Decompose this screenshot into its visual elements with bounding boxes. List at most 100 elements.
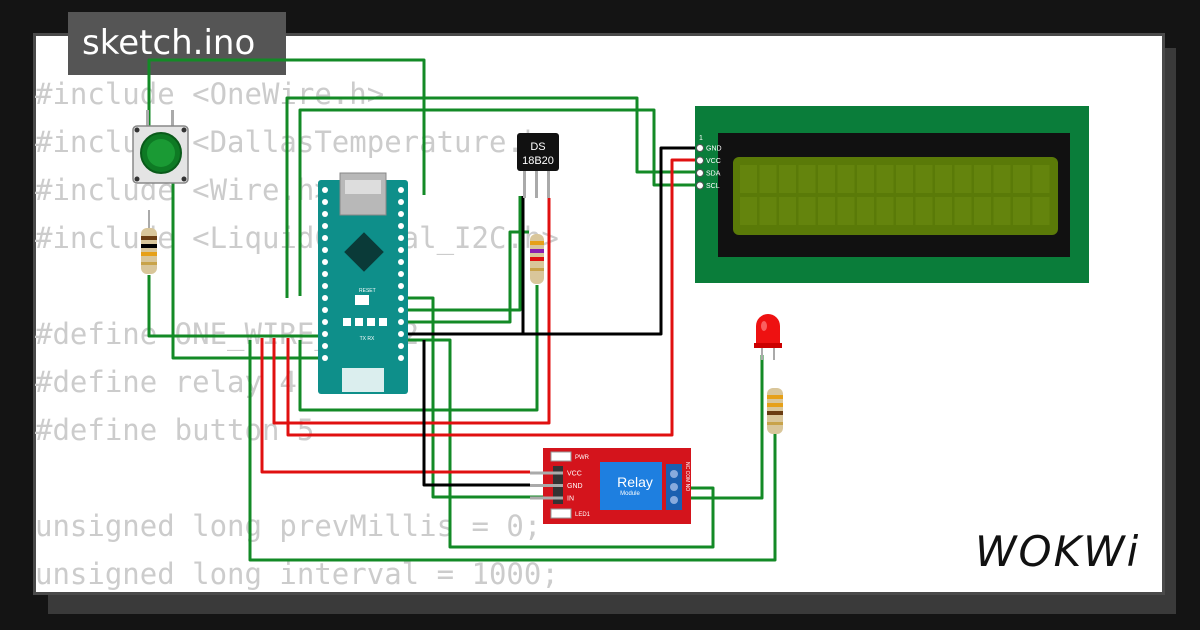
lcd-cell — [876, 165, 894, 193]
wire-relay-com — [400, 338, 715, 549]
resistor-led[interactable] — [767, 388, 783, 434]
nano-pin — [322, 235, 328, 241]
nano-pin — [322, 355, 328, 361]
nano-pin — [322, 187, 328, 193]
sensor-label-ds: DS — [530, 141, 545, 153]
nano-pin — [398, 283, 404, 289]
wire-button-d5 — [171, 183, 330, 360]
nano-pin — [398, 331, 404, 337]
lcd-cell — [915, 165, 933, 193]
lcd-pin — [696, 156, 704, 165]
lcd-cell — [993, 197, 1011, 225]
nano-pin — [398, 295, 404, 301]
relay-pin-label: VCC — [567, 471, 582, 478]
sketch-title[interactable]: sketch.ino — [68, 12, 286, 75]
wokwi-logo: WOKWi — [975, 527, 1141, 576]
nano-pin — [322, 283, 328, 289]
nano-pin — [398, 319, 404, 325]
lcd-pin — [696, 181, 704, 190]
lcd-pin-label: SCL — [706, 183, 720, 190]
lcd-cell — [837, 165, 855, 193]
nano-pin — [398, 355, 404, 361]
code-line: #define relay 4 — [35, 365, 297, 399]
wires — [147, 58, 777, 562]
lcd-cell — [876, 197, 894, 225]
nano-txrx-label: TX RX — [360, 336, 375, 342]
lcd-cell — [1032, 165, 1050, 193]
wire-gnd-lcd — [400, 146, 700, 336]
lcd-cell — [857, 197, 874, 225]
nano-pin — [322, 271, 328, 277]
lcd-pin — [696, 169, 704, 177]
nano-pin — [322, 343, 328, 349]
nano-pin — [398, 235, 404, 241]
nano-pin — [398, 223, 404, 229]
resistor-button[interactable] — [141, 210, 157, 274]
lcd-cell — [993, 165, 1011, 193]
nano-pin-headers — [322, 187, 404, 361]
red-led[interactable] — [754, 314, 782, 360]
nano-pin — [322, 199, 328, 205]
lcd-cell — [954, 197, 972, 225]
relay-pwr-label: PWR — [575, 455, 590, 461]
nano-pin — [398, 199, 404, 205]
lcd-cell — [818, 197, 835, 225]
lcd-cell — [779, 165, 796, 193]
sensor-label-model: 18B20 — [522, 155, 554, 167]
lcd-cell — [954, 165, 972, 193]
lcd-cell — [740, 165, 757, 193]
lcd-cell — [798, 197, 816, 225]
arduino-nano[interactable]: RESET TX RX — [318, 172, 408, 394]
lcd-pin-label: SDA — [706, 171, 721, 178]
nano-pin — [322, 331, 328, 337]
lcd-cell — [759, 165, 777, 193]
code-line: unsigned long interval = 1000; — [35, 557, 559, 591]
wire-lcd-sda — [285, 96, 700, 298]
nano-pin — [398, 259, 404, 265]
wire-button-bottom — [147, 275, 330, 338]
lcd-pin-label: VCC — [706, 158, 721, 165]
lcd-pin-index: 1 — [699, 135, 703, 142]
nano-pin — [398, 271, 404, 277]
nano-pin — [322, 319, 328, 325]
lcd-cell — [759, 197, 777, 225]
resistor-sensor[interactable] — [530, 234, 544, 284]
wire-relay-no — [687, 355, 764, 500]
relay-led-label: LED1 — [575, 512, 591, 518]
wire-button-top — [147, 58, 426, 195]
lcd-cell — [915, 197, 933, 225]
wire-vcc-sensor — [272, 198, 551, 425]
lcd-cell — [779, 197, 796, 225]
wire-lcd-scl — [298, 108, 700, 296]
wire-resistor-loop — [298, 285, 539, 412]
lcd-cell — [837, 197, 855, 225]
nano-pin — [322, 259, 328, 265]
lcd-cell — [740, 197, 757, 225]
push-button[interactable] — [132, 110, 189, 184]
relay-pin — [530, 484, 563, 487]
nano-reset-label: RESET — [359, 288, 376, 294]
wire-vcc-lcd — [260, 338, 530, 474]
lcd-cell — [935, 197, 952, 225]
wire-d4 — [400, 196, 522, 312]
wire-gnd-relay — [422, 340, 530, 487]
wire-vcc-lcd2 — [286, 158, 700, 437]
relay-pin-label: GND — [567, 483, 583, 490]
lcd-pin — [696, 144, 704, 152]
wire-gnd-sensor — [410, 196, 525, 336]
nano-pin — [322, 295, 328, 301]
nano-pin — [322, 211, 328, 217]
relay-pin — [530, 496, 563, 500]
lcd-cell — [798, 165, 816, 193]
lcd-character-cells — [740, 165, 1050, 225]
nano-pin — [398, 343, 404, 349]
temperature-sensor[interactable]: DS 18B20 — [517, 133, 559, 198]
nano-pin — [398, 211, 404, 217]
nano-pin — [398, 247, 404, 253]
nano-pin — [398, 307, 404, 313]
